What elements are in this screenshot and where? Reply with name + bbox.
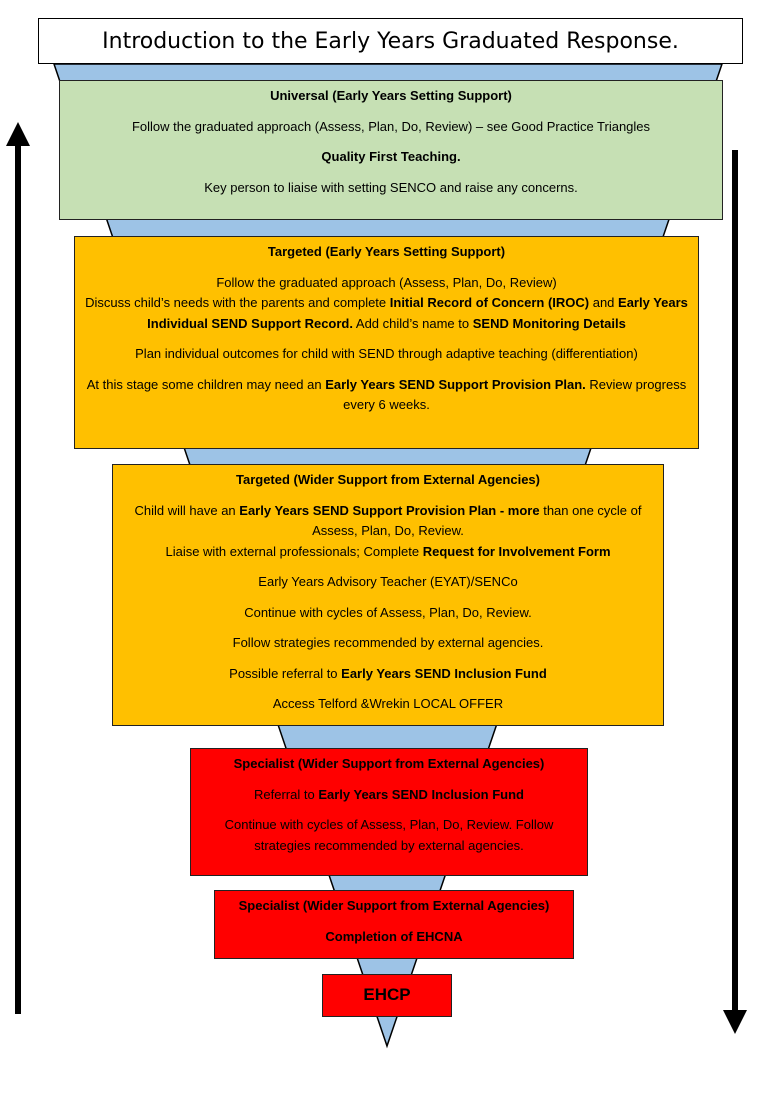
targeted-external-paragraph: Liaise with external professionals; Comp… <box>165 543 611 559</box>
specialist-box-1: Specialist (Wider Support from External … <box>190 748 588 876</box>
targeted-setting-paragraph: Discuss child’s needs with the parents a… <box>85 295 688 331</box>
targeted-external-line: Early Years Advisory Teacher (EYAT)/SENC… <box>258 574 518 589</box>
universal-line: Quality First Teaching. <box>321 149 461 164</box>
targeted-setting-line: Plan individual outcomes for child with … <box>135 346 638 361</box>
specialist-1-line: Continue with cycles of Assess, Plan, Do… <box>224 817 554 853</box>
targeted-setting-paragraph: At this stage some children may need an … <box>86 376 687 413</box>
targeted-setting-line: Follow the graduated approach (Assess, P… <box>216 274 557 290</box>
targeted-external-line: Continue with cycles of Assess, Plan, Do… <box>244 604 532 620</box>
page-title: Introduction to the Early Years Graduate… <box>38 18 743 64</box>
ehcp-box: EHCP <box>322 974 452 1017</box>
targeted-setting-box: Targeted (Early Years Setting Support) F… <box>74 236 699 449</box>
specialist-2-line: Completion of EHCNA <box>325 928 463 944</box>
up-arrow <box>6 122 30 1014</box>
specialist-1-heading: Specialist (Wider Support from External … <box>233 756 545 771</box>
targeted-external-box: Targeted (Wider Support from External Ag… <box>112 464 664 726</box>
specialist-box-2: Specialist (Wider Support from External … <box>214 890 574 959</box>
universal-line: Key person to liaise with setting SENCO … <box>204 179 578 195</box>
universal-box: Universal (Early Years Setting Support) … <box>59 80 723 220</box>
targeted-external-line: Follow strategies recommended by externa… <box>232 635 544 650</box>
targeted-external-line: Access Telford &Wrekin LOCAL OFFER <box>272 696 504 711</box>
specialist-2-heading: Specialist (Wider Support from External … <box>238 898 550 913</box>
universal-line: Follow the graduated approach (Assess, P… <box>131 118 651 134</box>
down-arrow <box>723 150 747 1034</box>
universal-heading: Universal (Early Years Setting Support) <box>270 88 512 103</box>
targeted-external-paragraph: Child will have an Early Years SEND Supp… <box>134 502 642 539</box>
targeted-setting-heading: Targeted (Early Years Setting Support) <box>267 244 506 259</box>
targeted-external-paragraph: Possible referral to Early Years SEND In… <box>229 665 547 681</box>
targeted-external-heading: Targeted (Wider Support from External Ag… <box>236 472 540 487</box>
specialist-1-paragraph: Referral to Early Years SEND Inclusion F… <box>254 786 524 802</box>
